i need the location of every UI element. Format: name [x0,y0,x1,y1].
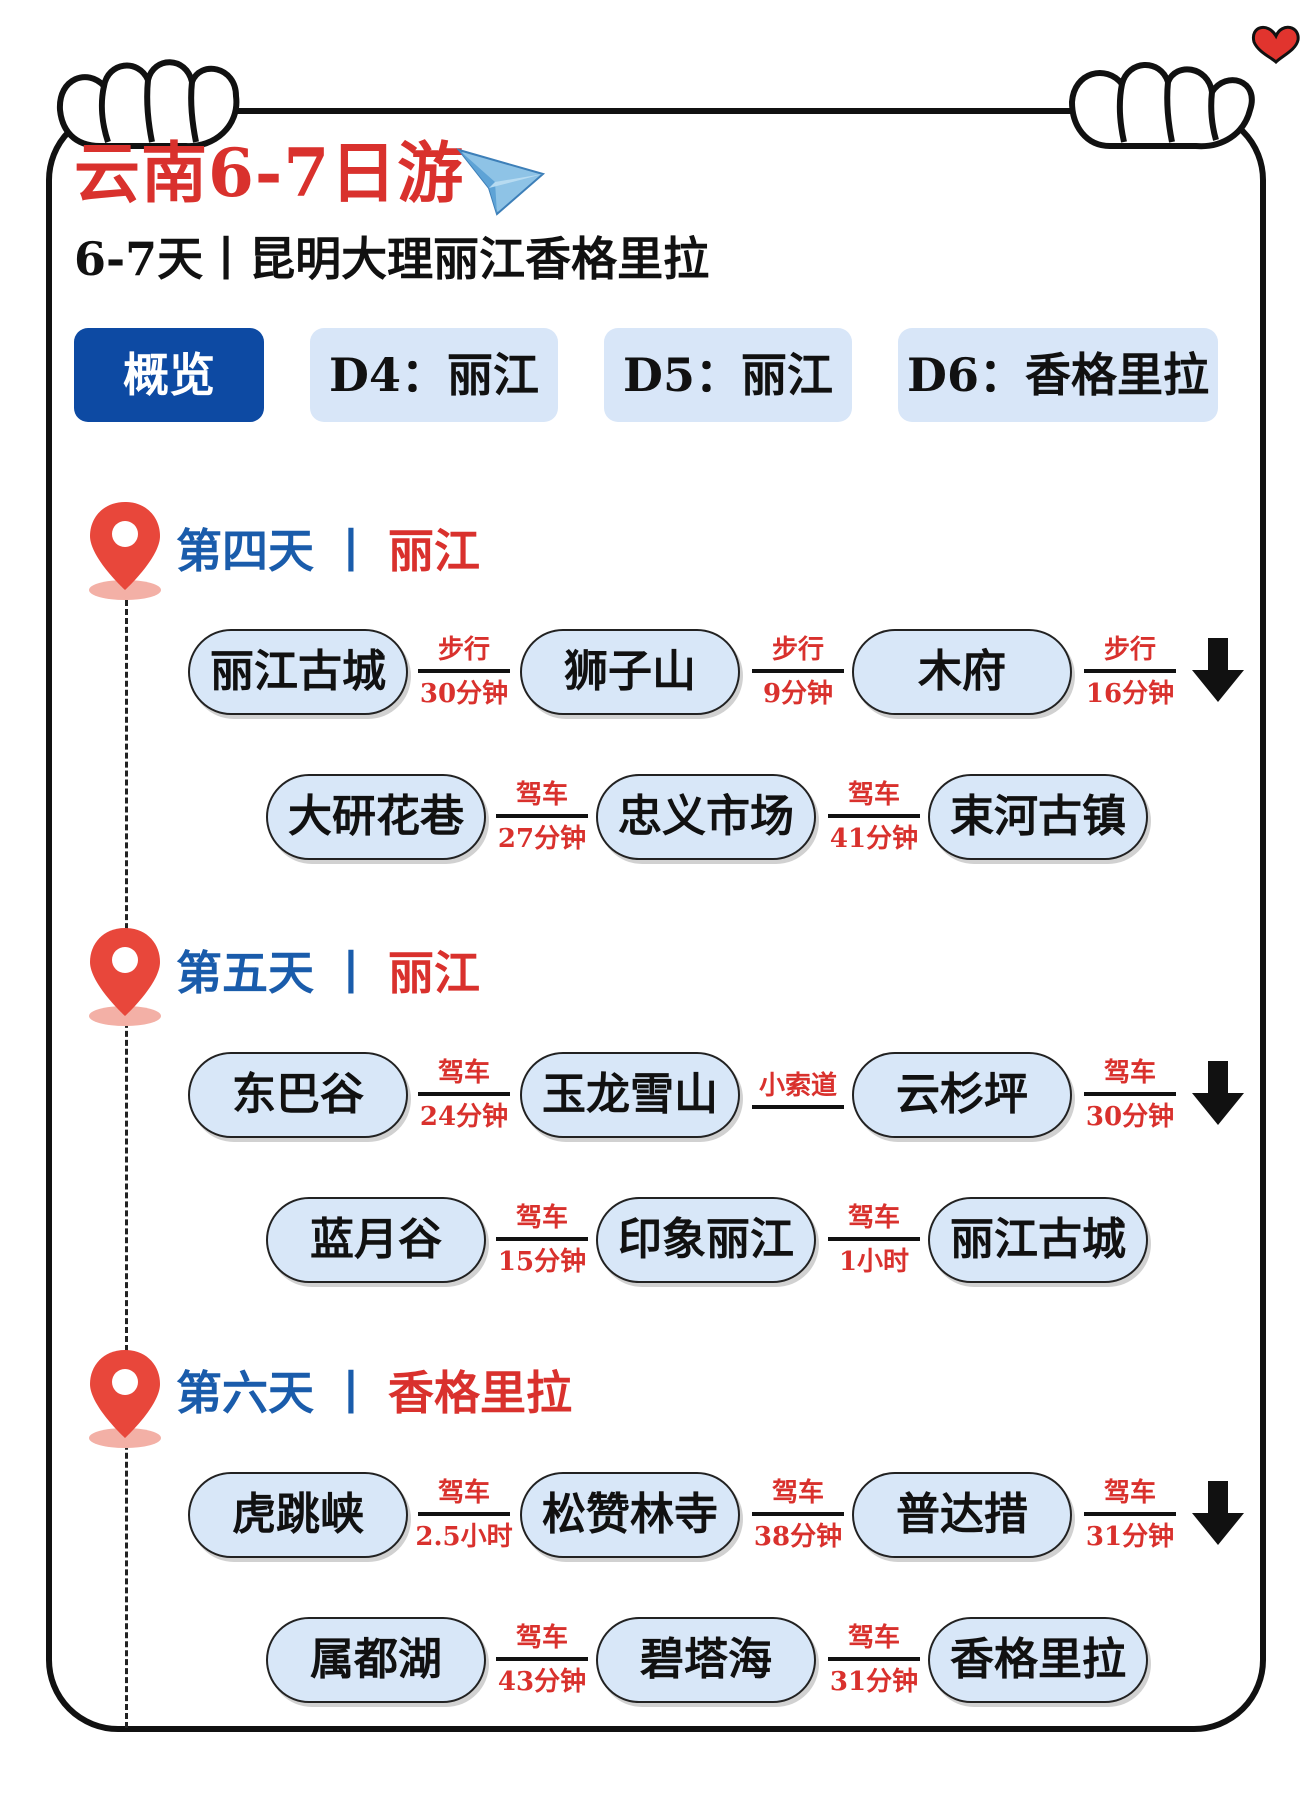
route-connector: 驾车 27分钟 [496,771,588,863]
transport-mode: 驾车 [771,1478,824,1508]
travel-time: 31分钟 [1085,1522,1175,1552]
transport-mode: 驾车 [515,1623,568,1653]
day-separator: 丨 [328,1366,374,1420]
location-pin-icon [89,928,161,1026]
stop-pill[interactable]: 属都湖 [266,1617,486,1703]
stop-pill[interactable]: 东巴谷 [188,1052,408,1138]
stop-pill[interactable]: 木府 [852,629,1072,715]
route-connector: 驾车 43分钟 [496,1614,588,1706]
travel-time: 30分钟 [419,679,509,709]
day-label: 第五天 [176,946,314,1000]
route-connector: 驾车 1小时 [828,1194,920,1286]
day-label: 第四天 [176,524,314,578]
transport-mode: 步行 [771,635,824,665]
transport-mode: 步行 [1103,635,1156,665]
day-header-5: 第五天丨丽江 [176,950,480,996]
transport-mode: 驾车 [437,1478,490,1508]
travel-time: 16分钟 [1085,679,1175,709]
travel-time: 31分钟 [829,1667,919,1697]
stop-pill[interactable]: 狮子山 [520,629,740,715]
stop-pill[interactable]: 蓝月谷 [266,1197,486,1283]
page-subtitle: 6-7天丨昆明大理丽江香格里拉 [74,232,710,286]
transport-mode: 驾车 [515,1203,568,1233]
transport-mode: 小索道 [758,1071,837,1101]
tab-day4[interactable]: D4：丽江 [310,328,558,422]
stop-pill[interactable]: 玉龙雪山 [520,1052,740,1138]
transport-mode: 驾车 [515,780,568,810]
route-connector: 驾车 30分钟 [1084,1049,1176,1141]
stop-pill[interactable]: 束河古镇 [928,774,1148,860]
stop-pill[interactable]: 云杉坪 [852,1052,1072,1138]
stop-pill[interactable]: 松赞林寺 [520,1472,740,1558]
day-place: 丽江 [388,946,480,1000]
day-place: 香格里拉 [388,1366,572,1420]
day-label: 第六天 [176,1366,314,1420]
travel-time: 15分钟 [497,1247,587,1277]
arrow-down-icon [1192,1481,1244,1545]
transport-mode: 驾车 [1103,1478,1156,1508]
transport-mode: 步行 [437,635,490,665]
tab-day6[interactable]: D6：香格里拉 [898,328,1218,422]
location-pin-icon [89,502,161,600]
location-pin-icon [89,1350,161,1448]
route-connector: 驾车 31分钟 [1084,1469,1176,1561]
route-connector: 步行 30分钟 [418,626,510,718]
transport-mode: 驾车 [437,1058,490,1088]
route-connector: 驾车 15分钟 [496,1194,588,1286]
stop-pill[interactable]: 印象丽江 [596,1197,816,1283]
tab-day5[interactable]: D5：丽江 [604,328,852,422]
stop-pill[interactable]: 普达措 [852,1472,1072,1558]
route-connector: 驾车 31分钟 [828,1614,920,1706]
arrow-down-icon [1192,1061,1244,1125]
paper-plane-icon [456,148,546,216]
stop-pill[interactable]: 碧塔海 [596,1617,816,1703]
transport-mode: 驾车 [1103,1058,1156,1088]
stop-pill[interactable]: 大研花巷 [266,774,486,860]
route-connector: 步行 16分钟 [1084,626,1176,718]
timeline-dashed-line [125,600,128,1728]
stop-pill[interactable]: 忠义市场 [596,774,816,860]
travel-time: 43分钟 [497,1667,587,1697]
route-connector: 驾车 38分钟 [752,1469,844,1561]
day-header-4: 第四天丨丽江 [176,528,480,574]
transport-mode: 驾车 [847,1623,900,1653]
travel-time: 38分钟 [753,1522,843,1552]
travel-time: 27分钟 [497,824,587,854]
travel-time: 2.5小时 [415,1522,513,1552]
route-connector: 驾车 41分钟 [828,771,920,863]
stop-pill[interactable]: 香格里拉 [928,1617,1148,1703]
route-connector: 小索道 [752,1049,844,1141]
route-connector: 驾车 24分钟 [418,1049,510,1141]
travel-time: 1小时 [838,1247,910,1277]
travel-time: 30分钟 [1085,1102,1175,1132]
travel-time: 41分钟 [829,824,919,854]
day-place: 丽江 [388,524,480,578]
heart-icon [1251,25,1300,65]
day-header-6: 第六天丨香格里拉 [176,1370,572,1416]
tab-overview[interactable]: 概览 [74,328,264,422]
transport-mode: 驾车 [847,1203,900,1233]
route-connector: 步行 9分钟 [752,626,844,718]
day-separator: 丨 [328,946,374,1000]
route-connector: 驾车 2.5小时 [415,1469,513,1561]
travel-time: 24分钟 [419,1102,509,1132]
travel-time: 9分钟 [762,679,834,709]
day-separator: 丨 [328,524,374,578]
stop-pill[interactable]: 丽江古城 [928,1197,1148,1283]
page-title: 云南6-7日游 [74,134,465,212]
stop-pill[interactable]: 丽江古城 [188,629,408,715]
arrow-down-icon [1192,638,1244,702]
transport-mode: 驾车 [847,780,900,810]
stop-pill[interactable]: 虎跳峡 [188,1472,408,1558]
